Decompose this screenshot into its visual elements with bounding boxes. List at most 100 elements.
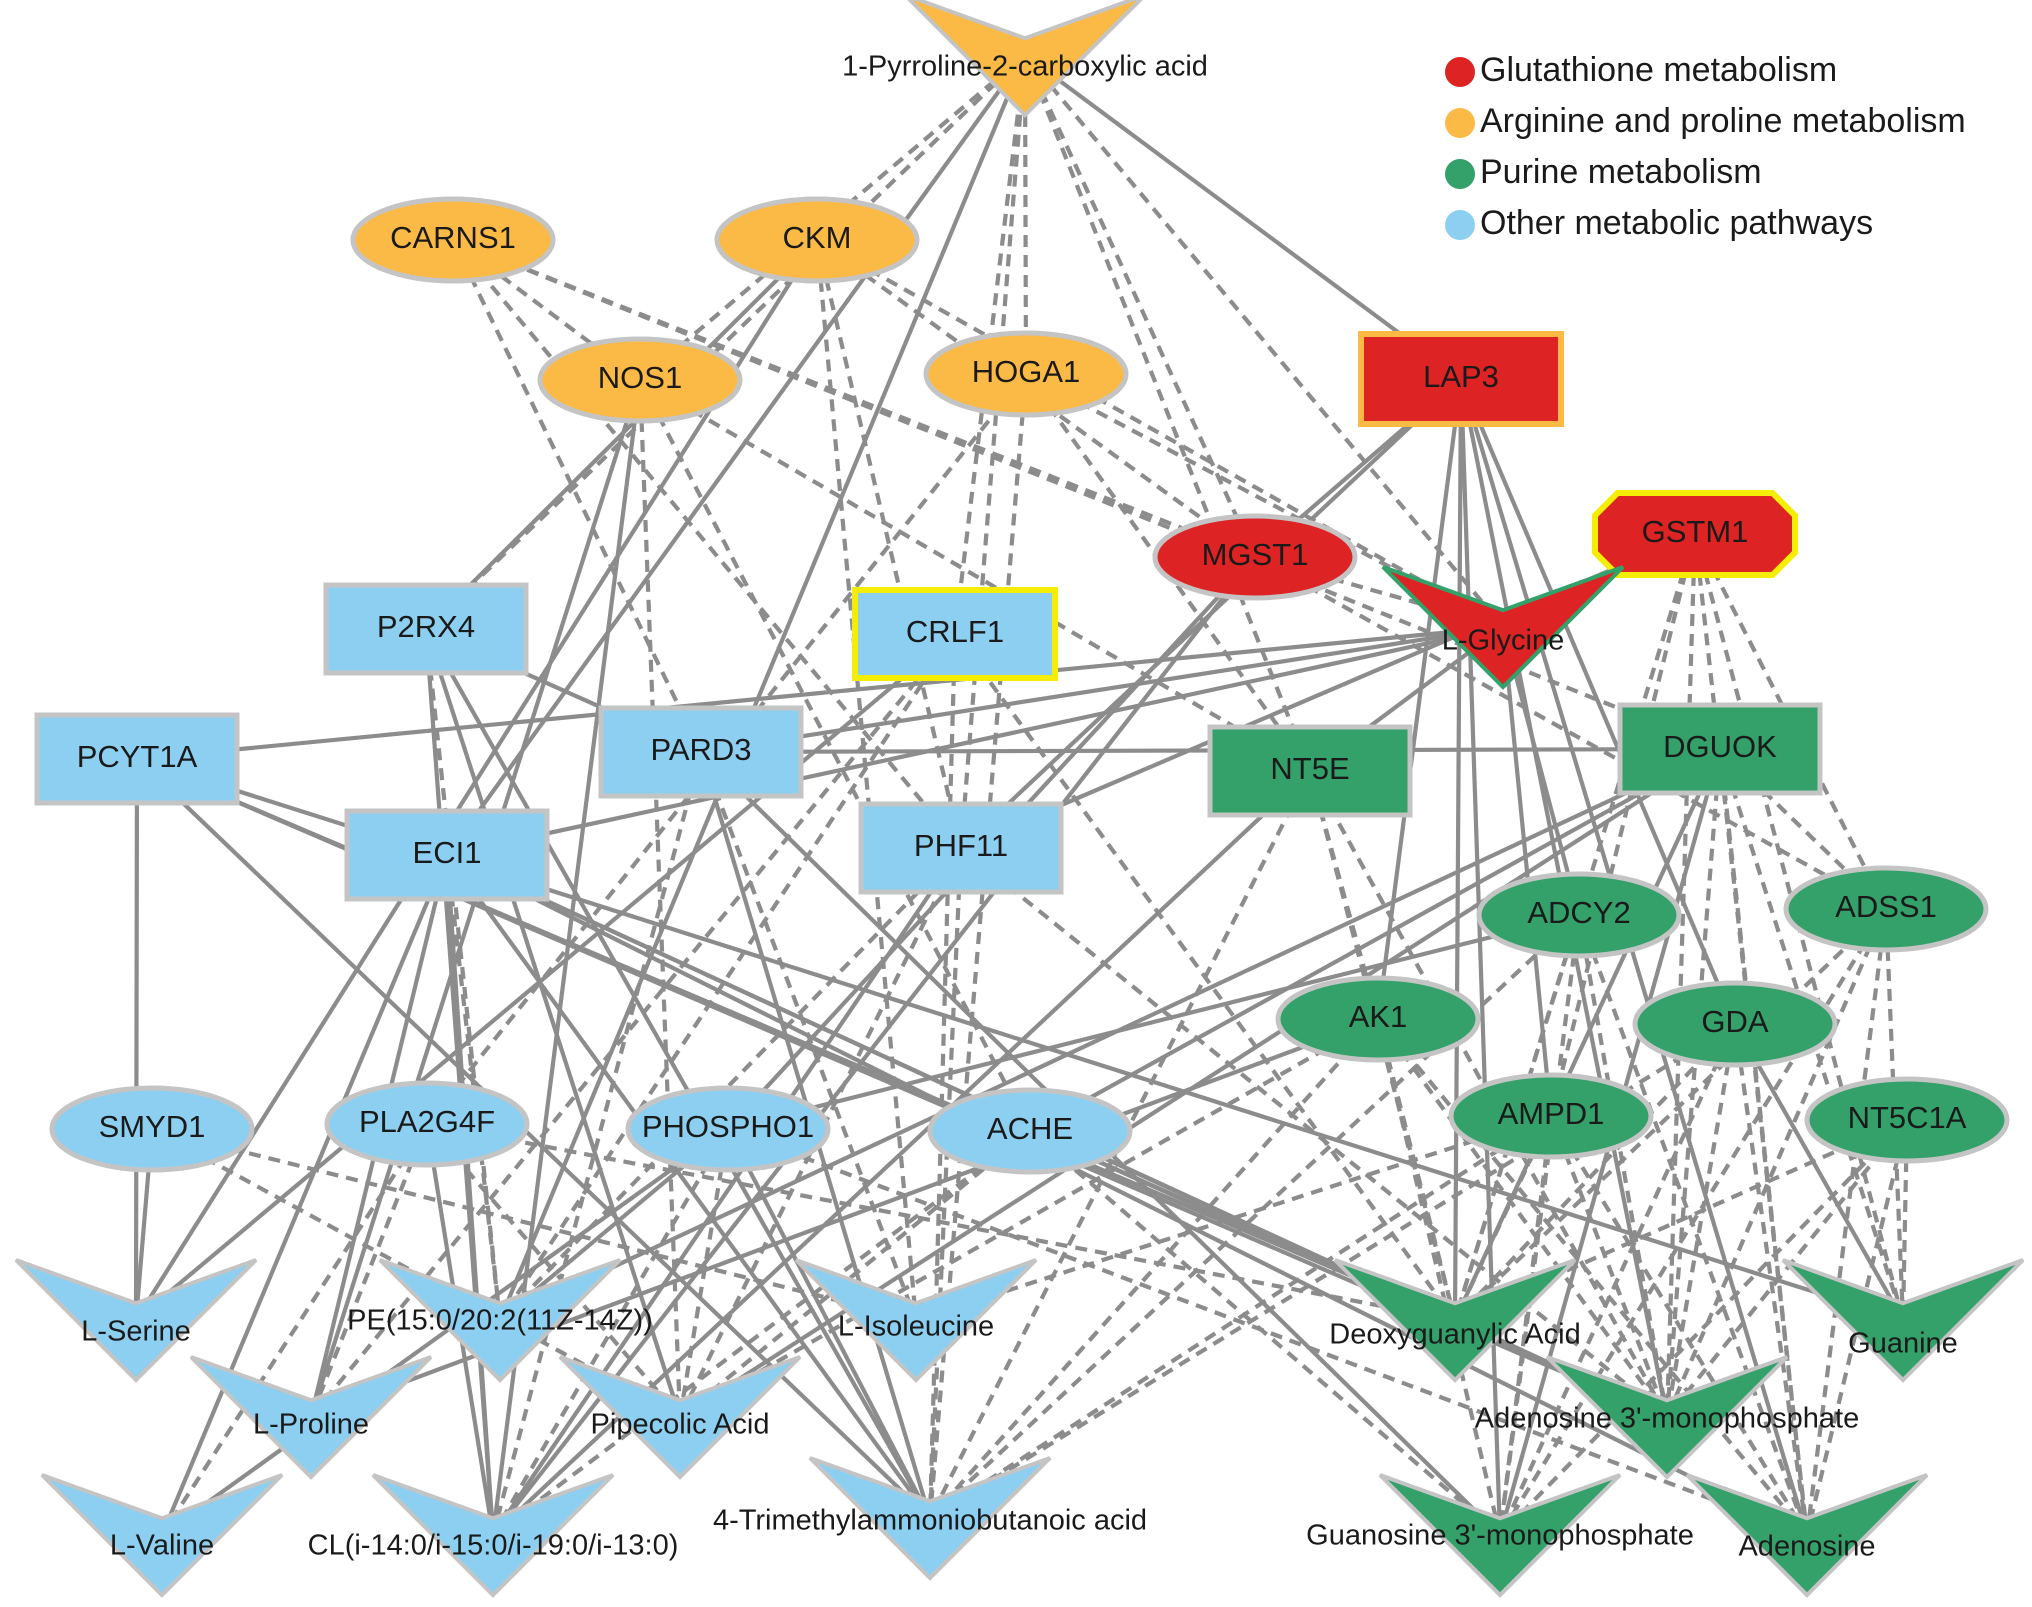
node-gstm1[interactable]: GSTM1	[1592, 490, 1798, 578]
node-label: LAP3	[1423, 359, 1499, 394]
node-label: AMPD1	[1498, 1096, 1605, 1131]
node-val[interactable]: L-Valine	[40, 1473, 284, 1598]
legend-label: Arginine and proline metabolism	[1480, 102, 1966, 140]
node-adss1[interactable]: ADSS1	[1783, 865, 1989, 953]
edge-lap3-gda	[1459, 378, 1737, 1025]
edge-p2rx4-pe	[423, 628, 503, 1321]
node-label: ADCY2	[1527, 895, 1630, 930]
edge-ampd1-ado	[1549, 1114, 1809, 1537]
node-ckm[interactable]: CKM	[714, 196, 920, 284]
node-dguok[interactable]: DGUOK	[1617, 702, 1823, 796]
node-phf11[interactable]: PHF11	[858, 801, 1064, 895]
node-label: Adenosine	[1738, 1531, 1875, 1563]
edge-ache-pip	[678, 1129, 1032, 1419]
edge-pard3-cl	[490, 751, 704, 1536]
node-nos1[interactable]: NOS1	[537, 336, 743, 424]
node-nt5e[interactable]: NT5E	[1207, 724, 1413, 818]
node-p2c[interactable]: 1-Pyrroline-2-carboxylic acid	[842, 0, 1208, 118]
node-a3mp[interactable]: Adenosine 3'-monophosphate	[1475, 1355, 1859, 1480]
edge-lap3-dga	[1452, 378, 1464, 1321]
node-pla2g4f[interactable]: PLA2G4F	[324, 1080, 530, 1168]
edge-nos1-nt5e	[638, 378, 1312, 773]
edge-ak1-ado	[1376, 1017, 1809, 1537]
edge-phf11-pe	[498, 846, 963, 1322]
node-shape	[927, 1087, 1133, 1175]
node-ile[interactable]: L-Isoleucine	[794, 1258, 1038, 1383]
node-ak1[interactable]: AK1	[1275, 975, 1481, 1063]
node-shape	[598, 705, 804, 799]
edge-ampd1-g3mp	[1497, 1115, 1554, 1536]
node-pcyt1a[interactable]: PCYT1A	[34, 712, 240, 806]
node-shape	[625, 1085, 831, 1173]
node-pip[interactable]: Pipecolic Acid	[558, 1355, 802, 1480]
node-carns1[interactable]: CARNS1	[350, 196, 556, 284]
node-shape	[344, 808, 550, 902]
node-shape	[808, 1456, 1052, 1581]
edge-nt5c1a-g3mp	[1498, 1118, 1909, 1537]
node-label: Deoxyguanylic Acid	[1329, 1319, 1580, 1351]
edge-nos1-pip	[637, 379, 683, 1418]
legend-swatch	[1445, 108, 1475, 138]
node-eci1[interactable]: ECI1	[344, 808, 550, 902]
node-gua[interactable]: Guanine	[1781, 1258, 2025, 1383]
node-pro[interactable]: L-Proline	[189, 1355, 433, 1480]
node-tmab[interactable]: 4-Trimethylammoniobutanoic acid	[713, 1456, 1147, 1581]
edge-gda-tmab	[928, 1022, 1737, 1520]
node-nt5c1a[interactable]: NT5C1A	[1804, 1076, 2010, 1164]
node-cl[interactable]: CL(i-14:0/i-15:0/i-19:0/i-13:0)	[308, 1473, 679, 1598]
legend-item-purine: Purine metabolism	[1445, 153, 1762, 191]
node-label: L-Proline	[253, 1409, 369, 1441]
node-smyd1[interactable]: SMYD1	[49, 1085, 255, 1173]
node-p2rx4[interactable]: P2RX4	[323, 582, 529, 676]
node-shape	[558, 1355, 802, 1480]
node-shape	[1476, 871, 1682, 959]
edge-layer	[133, 53, 1910, 1537]
node-label: L-Isoleucine	[838, 1311, 994, 1343]
node-adcy2[interactable]: ADCY2	[1476, 871, 1682, 959]
edge-gstm1-a3mp	[1664, 533, 1698, 1418]
edge-ak1-pip	[678, 1017, 1380, 1419]
edge-ampd1-dga	[1453, 1115, 1553, 1321]
node-label: PARD3	[650, 732, 751, 767]
node-shape	[14, 1258, 258, 1383]
edge-ckm-phf11	[814, 239, 964, 849]
edge-eci1-val	[160, 854, 449, 1536]
node-label: L-Glycine	[1442, 625, 1565, 657]
node-crlf1[interactable]: CRLF1	[852, 587, 1058, 681]
node-label: NT5E	[1270, 751, 1349, 786]
node-shape	[1152, 513, 1358, 601]
edge-p2rx4-tmab	[424, 627, 932, 1520]
node-ado[interactable]: Adenosine	[1685, 1473, 1929, 1598]
legend-swatch	[1445, 159, 1475, 189]
edge-pla2g4f-val	[160, 1122, 429, 1537]
node-gda[interactable]: GDA	[1632, 980, 1838, 1068]
node-label: GSTM1	[1642, 514, 1749, 549]
node-shape	[1545, 1355, 1789, 1480]
node-pe[interactable]: PE(15:0/20:2(11Z-14Z))	[347, 1258, 653, 1383]
edge-gda-ado	[1732, 1023, 1810, 1536]
edge-adcy2-phospho1	[727, 912, 1580, 1132]
node-mgst1[interactable]: MGST1	[1152, 513, 1358, 601]
edge-carns1-dguok	[452, 238, 1721, 751]
node-hoga1[interactable]: HOGA1	[923, 330, 1129, 418]
node-g3mp[interactable]: Guanosine 3'-monophosphate	[1306, 1473, 1694, 1598]
edge-crlf1-ser	[134, 632, 957, 1322]
node-ser[interactable]: L-Serine	[14, 1258, 258, 1383]
node-phospho1[interactable]: PHOSPHO1	[625, 1085, 831, 1173]
node-dga[interactable]: Deoxyguanylic Acid	[1329, 1258, 1581, 1383]
edge-ampd1-tmab	[928, 1114, 1553, 1520]
node-gly[interactable]: L-Glycine	[1381, 565, 1625, 690]
node-ache[interactable]: ACHE	[927, 1087, 1133, 1175]
edge-phospho1-pip	[677, 1128, 731, 1418]
edge-mgst1-cl	[491, 555, 1257, 1537]
edge-phospho1-cl	[491, 1127, 730, 1537]
edge-lap3-ado	[1458, 378, 1810, 1536]
edge-p2c-pe	[498, 54, 1027, 1321]
edge-p2c-p2rx4	[424, 53, 1027, 631]
node-lap3[interactable]: LAP3	[1358, 331, 1564, 427]
node-pard3[interactable]: PARD3	[598, 705, 804, 799]
node-ampd1[interactable]: AMPD1	[1448, 1072, 1654, 1160]
